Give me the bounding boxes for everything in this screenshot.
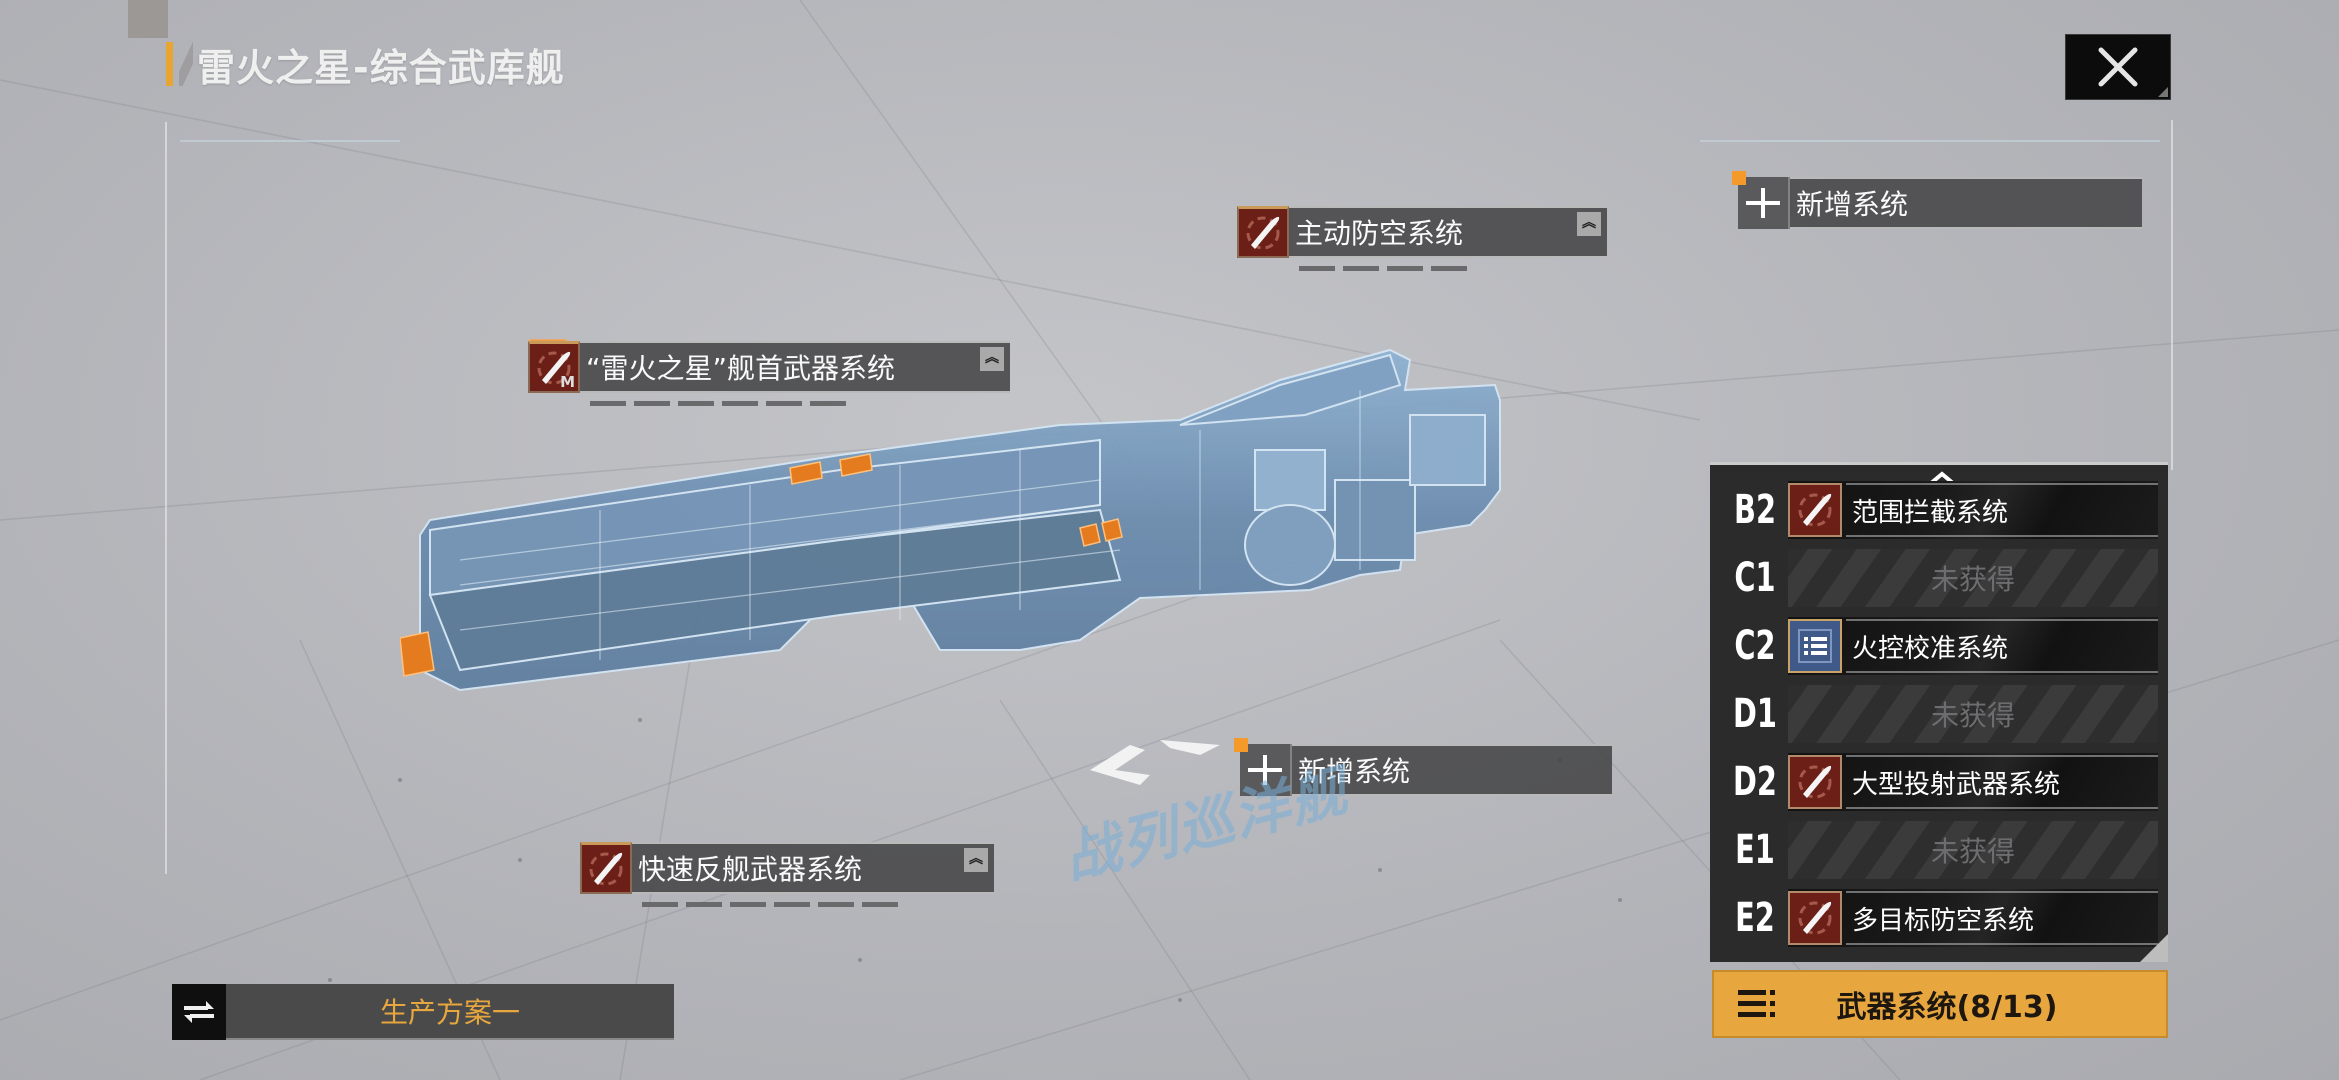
direction-arrow-decor (1090, 740, 1220, 785)
weapon-icon-box: M (528, 341, 580, 393)
slot-code: D2 (1733, 759, 1777, 805)
slot-body: 大型投射武器系统 (1788, 753, 2158, 811)
close-x-icon (2098, 47, 2138, 87)
slot-body: 未获得 (1788, 549, 2158, 607)
bullet-target-icon (1798, 901, 1832, 935)
slot-name: 火控校准系统 (1852, 633, 2009, 664)
slot-code: D1 (1733, 691, 1777, 737)
chevron-up-icon[interactable] (1928, 471, 1956, 485)
slot-body: 范围拦截系统 (1788, 481, 2158, 539)
ship-name: 雷火之星-综合武库舰 (197, 45, 565, 90)
level-pips (1299, 266, 1467, 271)
viewport-frame-right (2171, 120, 2173, 470)
fire-control-icon-box (1788, 619, 1842, 673)
bullet-target-icon (1246, 216, 1280, 249)
hardpoint-label: 主动防空系统 ︽ (1289, 206, 1607, 258)
slot-name: 大型投射武器系统 (1852, 769, 2061, 800)
add-slot-icon-box (1732, 171, 1790, 229)
weapon-systems-label: 武器系统(8/13) (1836, 990, 2058, 1025)
weapon-icon-box (1788, 483, 1842, 537)
weapon-slot-e2[interactable]: E2 多目标防空系统 (1722, 889, 2158, 947)
level-pips (590, 401, 846, 406)
menu-list-icon (1738, 990, 1775, 1017)
weapon-icon-box (580, 842, 632, 894)
add-slot-label: 新增系统 (1790, 177, 2142, 229)
close-button[interactable] (2065, 34, 2171, 100)
slot-body: 未获得 (1788, 821, 2158, 879)
title-slash-decor (179, 42, 193, 86)
hardpoint-name: “雷火之星”舰首武器系统 (586, 352, 896, 385)
hardpoint-anti-ship[interactable]: 快速反舰武器系统 ︽ (580, 842, 994, 907)
plus-crosshair-icon (1248, 755, 1282, 785)
corner-tab (128, 0, 168, 38)
add-system-slot-top[interactable]: 新增系统 (1732, 171, 2142, 229)
weapon-slot-b2[interactable]: B2 范围拦截系统 (1722, 481, 2158, 539)
ship-model[interactable] (400, 330, 1720, 710)
add-slot-name: 新增系统 (1796, 188, 1909, 221)
weapon-icon-box (1788, 891, 1842, 945)
add-slot-name: 新增系统 (1298, 755, 1411, 788)
bullet-target-icon (589, 852, 623, 885)
weapon-systems-button[interactable]: 武器系统(8/13) (1712, 970, 2168, 1038)
production-plan-button[interactable]: 生产方案一 (172, 984, 674, 1040)
slot-body: 未获得 (1788, 685, 2158, 743)
weapon-slot-d2[interactable]: D2 大型投射武器系统 (1722, 753, 2158, 811)
slot-code: E1 (1735, 827, 1775, 873)
bullet-target-icon (1798, 765, 1832, 799)
double-chevron-up-icon[interactable]: ︽ (964, 848, 988, 872)
add-slot-icon-box (1234, 738, 1292, 796)
slot-status: 未获得 (1930, 835, 2015, 868)
hardpoint-bow-weapon[interactable]: M “雷火之星”舰首武器系统 ︽ (528, 341, 1010, 406)
weapon-slot-panel: B2 范围拦截系统 C1 未获得 C2 (1710, 462, 2168, 962)
weapon-slot-e1[interactable]: E1 未获得 (1722, 821, 2158, 879)
slot-code: C1 (1734, 555, 1776, 601)
add-slot-label: 新增系统 (1292, 744, 1612, 796)
bullet-target-icon (1798, 493, 1832, 527)
production-plan-label: 生产方案一 (226, 984, 674, 1040)
list-icon (1798, 629, 1832, 663)
title-accent-bar (166, 42, 173, 86)
viewport-frame-left (165, 122, 167, 874)
slot-status: 未获得 (1930, 563, 2015, 596)
weapon-slot-c2[interactable]: C2 火控校准系统 (1722, 617, 2158, 675)
hardpoint-name: 快速反舰武器系统 (638, 853, 863, 886)
weapon-icon-box (1237, 206, 1289, 258)
hardpoint-label: 快速反舰武器系统 ︽ (632, 842, 994, 894)
slot-code: B2 (1734, 487, 1776, 533)
slot-body: 火控校准系统 (1788, 617, 2158, 675)
swap-button[interactable] (172, 984, 226, 1040)
bullet-target-icon (537, 351, 571, 384)
slot-code: E2 (1735, 895, 1775, 941)
slot-code: C2 (1734, 623, 1776, 669)
hardpoint-name: 主动防空系统 (1295, 217, 1464, 250)
m-badge: M (560, 373, 575, 391)
hardpoint-label: “雷火之星”舰首武器系统 ︽ (580, 341, 1010, 393)
slot-name: 范围拦截系统 (1852, 497, 2009, 528)
weapon-icon-box (1788, 755, 1842, 809)
double-chevron-up-icon[interactable]: ︽ (980, 347, 1004, 371)
viewport-frame-top (180, 140, 400, 142)
swap-arrows-icon (184, 1001, 214, 1023)
weapon-slot-d1[interactable]: D1 未获得 (1722, 685, 2158, 743)
viewport-frame-top-right (1700, 140, 2160, 142)
slot-status: 未获得 (1930, 699, 2015, 732)
level-pips (642, 902, 898, 907)
slot-body: 多目标防空系统 (1788, 889, 2158, 947)
slot-name: 多目标防空系统 (1852, 905, 2035, 936)
add-system-slot-middle[interactable]: 新增系统 (1234, 738, 1612, 796)
page-title: 雷火之星-综合武库舰 (166, 36, 565, 92)
hardpoint-active-aa[interactable]: 主动防空系统 ︽ (1237, 206, 1607, 271)
plus-crosshair-icon (1746, 188, 1780, 218)
weapon-slot-c1[interactable]: C1 未获得 (1722, 549, 2158, 607)
double-chevron-up-icon[interactable]: ︽ (1577, 212, 1601, 236)
